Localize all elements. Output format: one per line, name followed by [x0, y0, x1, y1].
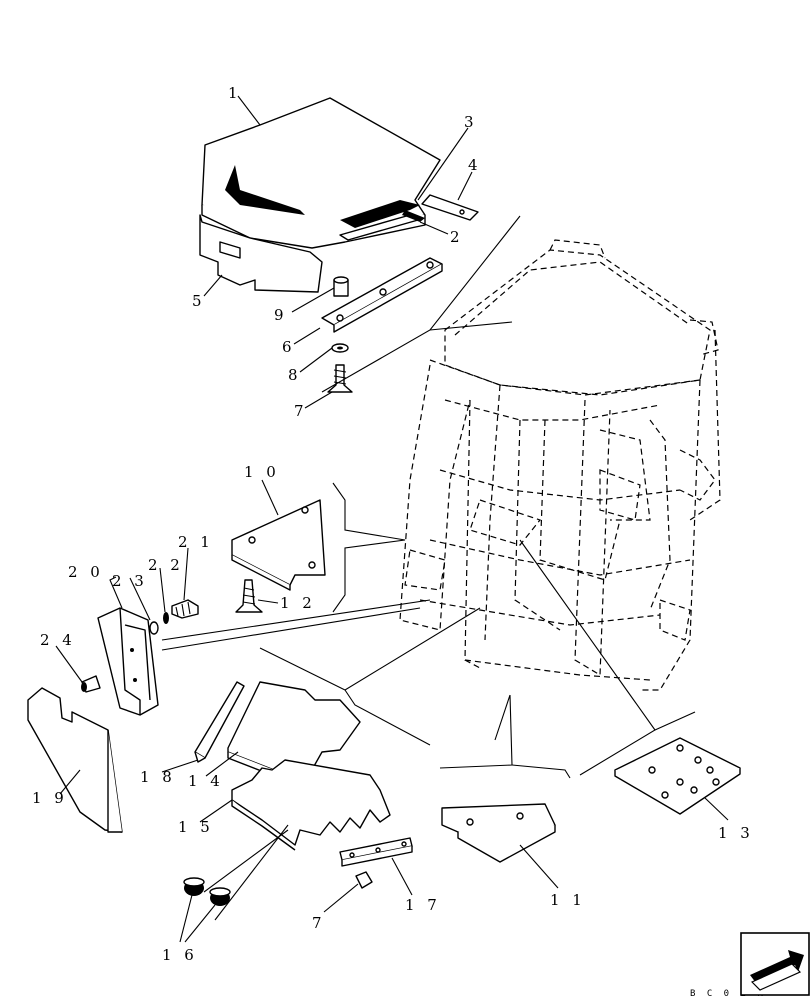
callout-16: 1 6 [162, 946, 198, 964]
callout-9: 9 [274, 306, 288, 324]
part-18-strip [194, 681, 245, 759]
cab-frame-outline [399, 239, 721, 691]
part-16-plugs [183, 877, 231, 906]
part-21-bolt [171, 599, 199, 619]
part-7-bolt [327, 364, 353, 393]
callout-5: 5 [192, 292, 206, 310]
callout-23: 2 3 [112, 572, 148, 590]
part-10-plate-group [231, 499, 326, 613]
next-page-arrow-icon[interactable] [740, 932, 810, 996]
part-19-panel [27, 687, 123, 833]
callout-11: 1 1 [550, 891, 586, 909]
callout-22: 2 2 [148, 556, 184, 574]
callout-6: 6 [282, 338, 296, 356]
callout-21: 2 1 [178, 533, 214, 551]
seat-mount-assembly [199, 97, 479, 393]
callout-18: 1 8 [140, 768, 176, 786]
reference-lines [161, 215, 696, 921]
callout-8: 8 [288, 366, 302, 384]
callout-7: 7 [294, 402, 308, 420]
callout-labels: 1 2 3 4 5 6 7 8 9 1 0 1 1 1 2 1 3 1 4 1 … [32, 84, 754, 964]
part-22-washer [163, 612, 169, 624]
part-10-plate [231, 499, 326, 586]
part-23-spring [149, 621, 159, 635]
callout-24: 2 4 [40, 631, 76, 649]
latch-assembly [81, 599, 199, 716]
drawing-reference: B C 0 2 K [690, 989, 766, 999]
part-5-lower-mat [199, 214, 323, 293]
part-7-bolt-lower [355, 871, 373, 889]
callout-3: 3 [464, 113, 478, 131]
callout-4: 4 [468, 156, 482, 174]
callout-10: 1 0 [244, 463, 280, 481]
part-15-panel [231, 759, 391, 846]
callout-15: 1 5 [178, 818, 214, 836]
callout-13: 1 3 [718, 824, 754, 842]
floor-panel-group [194, 681, 391, 851]
callout-2: 2 [450, 228, 464, 246]
part-4-strip [421, 194, 479, 221]
callout-leaders [55, 95, 729, 943]
callout-12: 1 2 [280, 594, 316, 612]
callout-19: 1 9 [32, 789, 68, 807]
callout-1: 1 [228, 84, 242, 102]
callout-17: 1 7 [405, 896, 441, 914]
callout-7-lower: 7 [312, 914, 326, 932]
callout-14: 1 4 [188, 772, 224, 790]
callout-20: 2 0 [68, 563, 104, 581]
